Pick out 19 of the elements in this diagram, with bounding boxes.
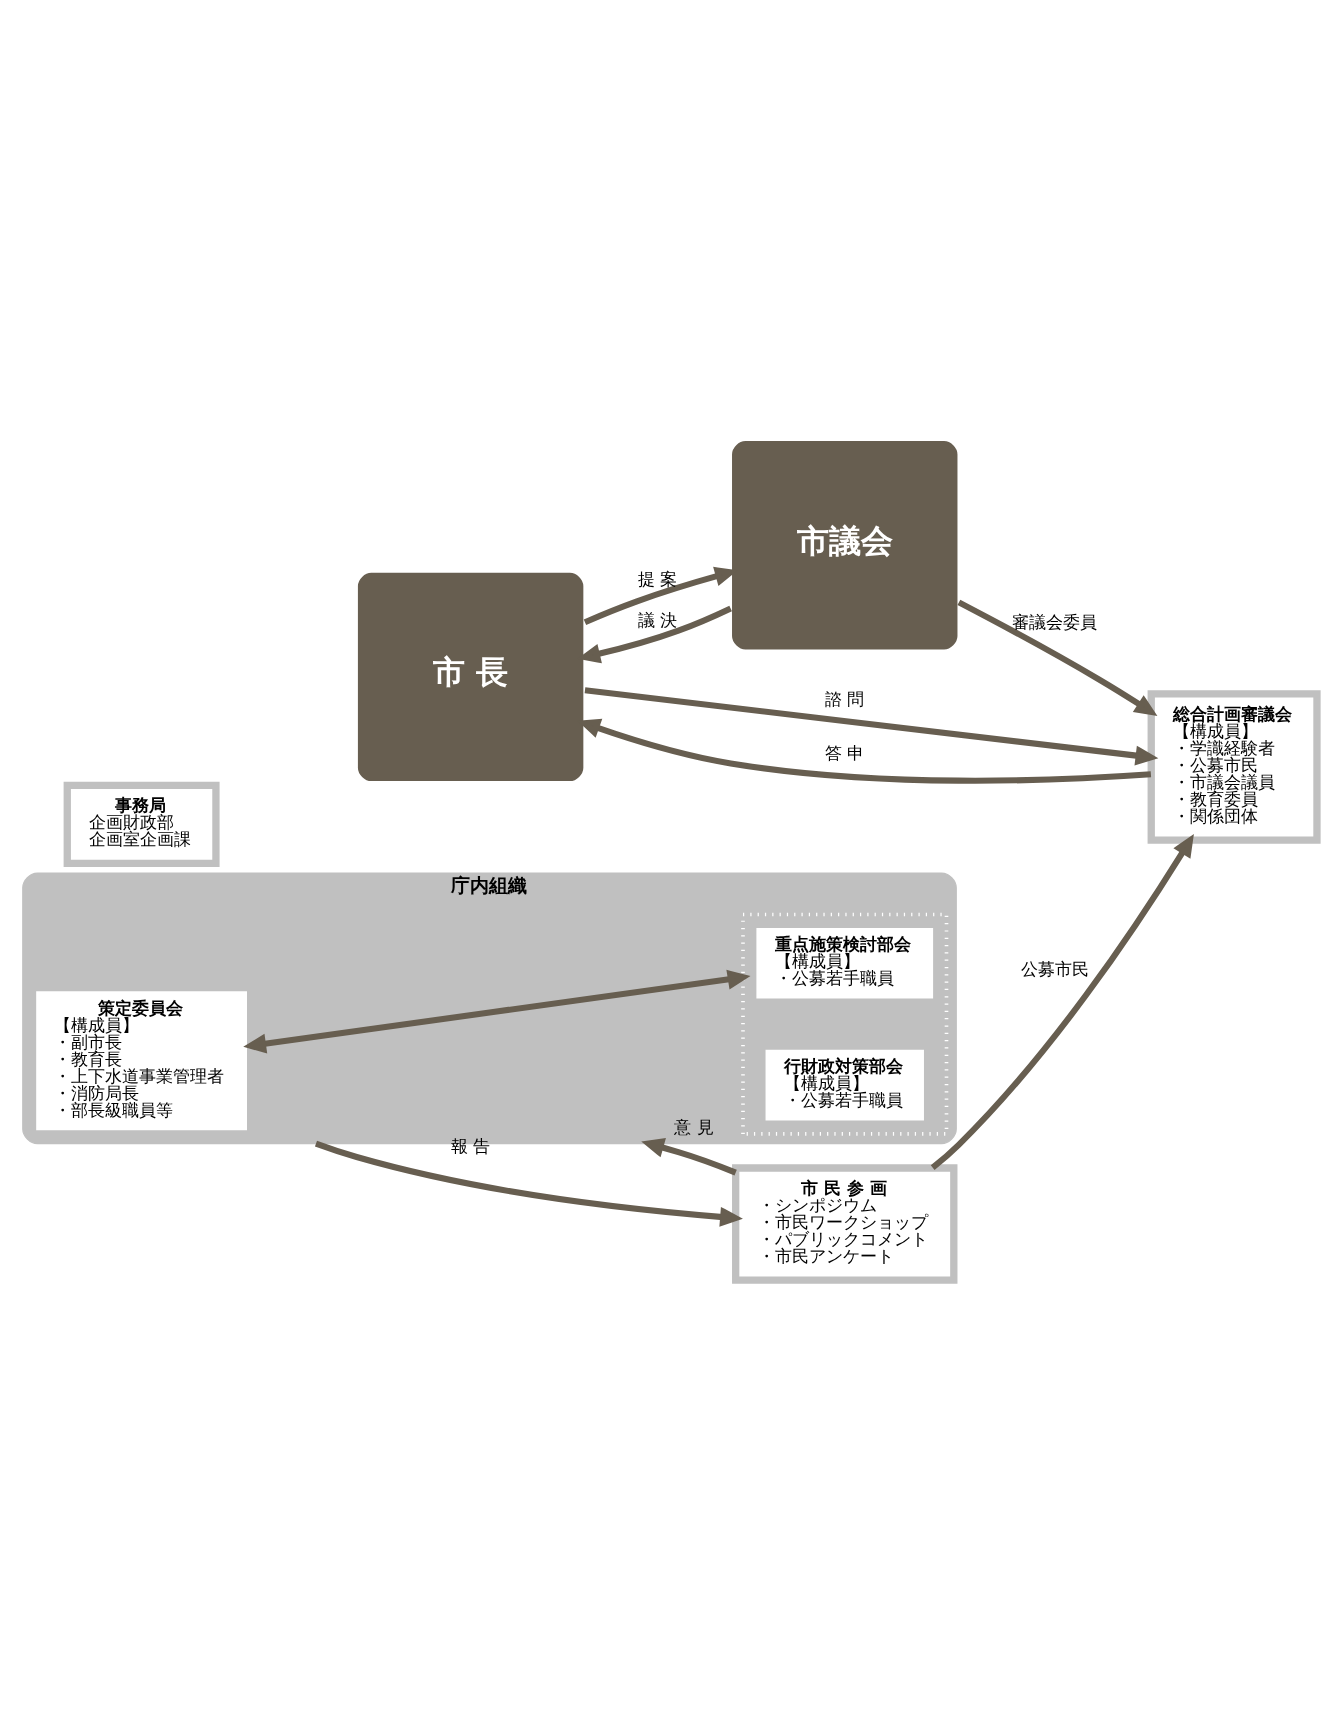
- arrow: [584, 686, 1159, 765]
- node-box: 総合計画審議会 【構成員】 ・学識経験者 ・公募市民 ・市議会議員 ・教育委員 ・関係団体: [1147, 689, 1321, 844]
- edge-label: 提 案: [637, 568, 678, 589]
- node-box: 市 民 参 画 ・シンポジウム ・市民ワークショップ ・パブリックコメント ・市民アンケート: [732, 1163, 958, 1284]
- arrow: [957, 599, 1158, 716]
- edge-label: 諮 問: [825, 688, 865, 709]
- arrow: [314, 1140, 743, 1227]
- edge-label: 答 申: [825, 742, 865, 763]
- edge-label: 意 見: [674, 1116, 714, 1137]
- edge-label: 公募市民: [1020, 957, 1089, 978]
- edge-label: 議 決: [637, 609, 678, 630]
- arrow: [641, 1137, 737, 1175]
- cluster: [741, 912, 949, 1136]
- node-box: 事務局 企画財政部 企画室企画課: [63, 781, 220, 867]
- node-box: 市 長: [355, 569, 586, 784]
- arrow: [243, 969, 751, 1054]
- edge-label: 審議会委員: [1012, 611, 1098, 632]
- arrow: [930, 833, 1194, 1170]
- node-box: 市議会: [729, 438, 960, 652]
